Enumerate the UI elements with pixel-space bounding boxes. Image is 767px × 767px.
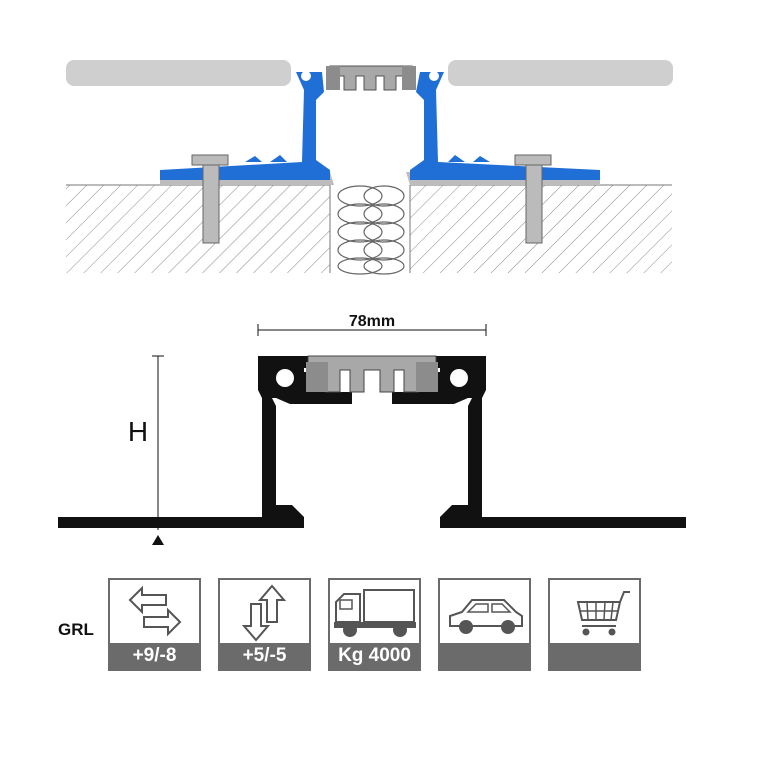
anchor-screw-left [191, 154, 229, 244]
rubber-seal-top [301, 65, 439, 91]
shopping-cart-icon [576, 591, 630, 636]
floor-finish-right [448, 60, 673, 86]
dimensioned-profile-view: 78mm H [58, 313, 686, 545]
installed-section-view [66, 60, 673, 275]
truck-icon [334, 589, 416, 637]
rubber-seal-profile [306, 355, 438, 393]
rating-tile-cart [548, 578, 641, 671]
horizontal-movement-value: +9/-8 [110, 643, 199, 669]
car-icon [449, 599, 523, 634]
aluminium-profile-right [410, 72, 600, 180]
rating-tile-car [438, 578, 531, 671]
black-profile [58, 356, 686, 528]
vertical-movement-arrows-icon [241, 584, 287, 642]
anchor-screw-right [514, 154, 552, 244]
concrete-substrate-left [66, 185, 330, 273]
joint-filler-foam [337, 185, 405, 275]
width-dimension-label: 78mm [349, 313, 395, 330]
cart-value [550, 643, 639, 669]
rating-tile-load: Kg 4000 [328, 578, 421, 671]
rating-tile-horizontal-movement: +9/-8 [108, 578, 201, 671]
series-label: GRL [58, 620, 94, 639]
load-capacity-value: Kg 4000 [330, 643, 419, 669]
base-marker-triangle [152, 535, 164, 545]
rating-tile-vertical-movement: +5/-5 [218, 578, 311, 671]
vertical-movement-value: +5/-5 [220, 643, 309, 669]
car-value [440, 643, 529, 669]
height-dimension-label: H [128, 416, 148, 447]
aluminium-profile-left [160, 72, 330, 180]
floor-finish-left [66, 60, 291, 86]
horizontal-movement-arrows-icon [128, 585, 182, 637]
